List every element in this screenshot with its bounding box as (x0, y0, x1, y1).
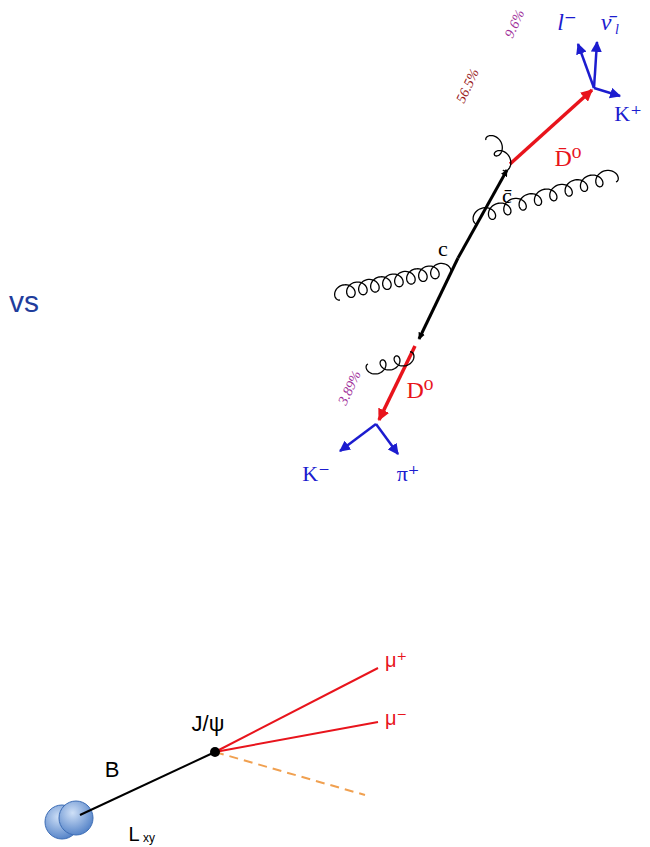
particle-label: ν̄ (601, 10, 612, 34)
branching-ratio: 9.6% (502, 8, 527, 40)
particle-label: B (105, 759, 120, 781)
particle-label: l⁻ (557, 10, 576, 34)
neutrino-arrow (594, 42, 597, 88)
gluon-curl (366, 352, 414, 374)
muon-minus-track (215, 722, 378, 752)
particle-label: J/ψ (192, 713, 225, 735)
particle-label: π⁺ (397, 463, 420, 485)
particle-label: K⁻ (302, 463, 330, 485)
b-meson-blob (59, 801, 93, 835)
flight-path (80, 752, 215, 815)
comparison-word: vs (9, 287, 39, 317)
particle-label: μ⁻ (385, 708, 407, 728)
kaon-plus-arrow (594, 88, 620, 96)
gluon-curl (473, 170, 618, 224)
gluon-curl (335, 263, 452, 300)
particle-label: μ⁺ (385, 650, 407, 670)
length-label: L (128, 824, 139, 844)
branching-ratio: 3.89% (336, 369, 364, 408)
gluon-group (335, 136, 619, 374)
muon-plus-track (215, 668, 378, 752)
quark-label: c̄ (502, 185, 512, 207)
pion-plus-arrow (376, 424, 398, 454)
particle-label: D⁰ (407, 378, 434, 402)
lepton-arrow (578, 44, 594, 88)
particle-label: K⁺ (614, 103, 642, 125)
kaon-minus-arrow (340, 424, 376, 451)
anticharm-quark-line (458, 170, 507, 258)
branching-ratio: 56.5% (454, 67, 482, 106)
gluon-curl (486, 136, 511, 171)
quark-label: c (438, 238, 448, 260)
length-subscript: xy (143, 832, 155, 844)
decay-vertex (210, 747, 220, 757)
extra-track (215, 752, 365, 795)
particle-subscript: l (615, 23, 619, 37)
particle-label: D̄⁰ (555, 146, 582, 170)
